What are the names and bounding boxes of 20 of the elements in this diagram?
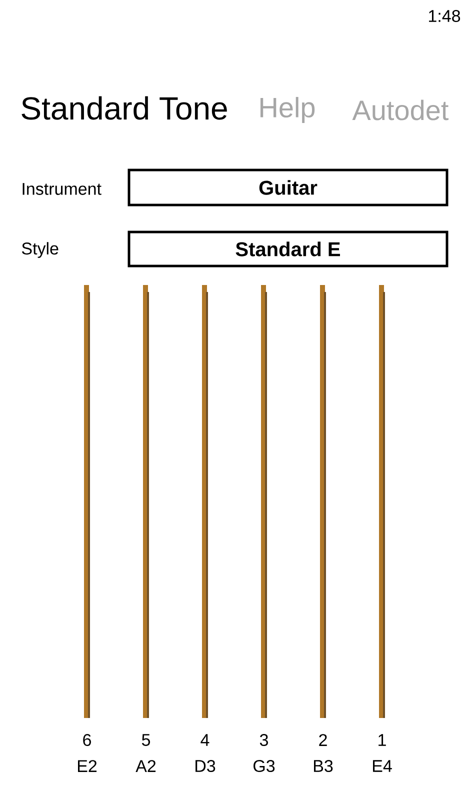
string-number: 6: [83, 734, 91, 746]
tab-title: Autodet: [352, 100, 448, 120]
string-number: 5: [142, 734, 150, 746]
note-name: E4: [373, 760, 392, 772]
string-number: 3: [260, 734, 268, 746]
string-number: 1: [378, 734, 386, 746]
note-name: D3: [196, 760, 216, 772]
note-name: G3: [254, 760, 275, 772]
note-name: A2: [136, 760, 156, 772]
note-name: B3: [314, 760, 333, 772]
tab-title: Standard Tone: [22, 96, 227, 120]
dropdown-box: Guitar: [128, 168, 448, 206]
dropdown-box: Standard E: [128, 230, 448, 268]
note-name: E2: [78, 760, 97, 772]
status-time: 1:48: [429, 10, 460, 22]
field-label: Instrument: [22, 183, 102, 195]
string-number: 2: [319, 734, 327, 746]
tab-title: Help: [260, 96, 315, 124]
field-label: Style: [22, 242, 58, 258]
string-number: 4: [200, 734, 210, 746]
